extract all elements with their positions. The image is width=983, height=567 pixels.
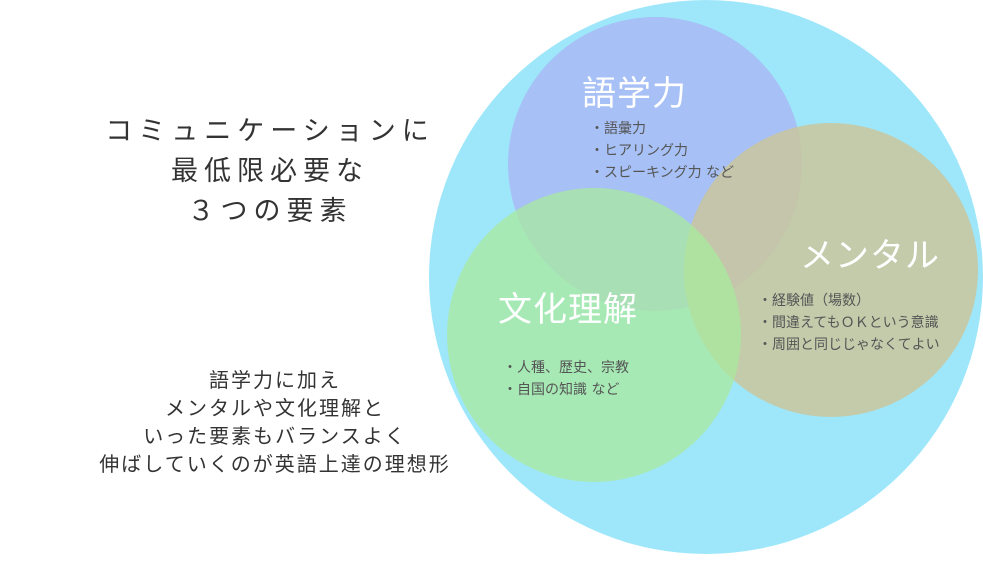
- summary-text: 語学力に加え メンタルや文化理解と いった要素もバランスよく 伸ばしていくのが英…: [40, 366, 510, 478]
- mental-label: メンタル: [800, 236, 940, 276]
- culture-items: 人種、歴史、宗教 自国の知識 など: [503, 357, 629, 401]
- culture-item: 自国の知識 など: [503, 379, 629, 401]
- mental-item: 周囲と同じじゃなくてよい: [758, 334, 940, 356]
- summary-line: いった要素もバランスよく: [143, 424, 407, 448]
- culture-item: 人種、歴史、宗教: [503, 357, 629, 379]
- language-items: 語彙力 ヒアリング力 スピーキング力 など: [590, 118, 734, 184]
- headline-line: 最低限必要な: [171, 156, 369, 187]
- summary-line: 語学力に加え: [209, 368, 341, 392]
- language-item: ヒアリング力: [590, 140, 734, 162]
- mental-items: 経験値（場数） 間違えてもＯＫという意識 周囲と同じじゃなくてよい: [758, 290, 940, 356]
- language-label: 語学力: [582, 74, 687, 114]
- culture-circle: [447, 188, 741, 482]
- culture-label: 文化理解: [498, 290, 638, 330]
- headline-line: コミュニケーションに: [105, 116, 435, 147]
- headline-line: ３つの要素: [187, 196, 353, 227]
- headline: コミュニケーションに 最低限必要な ３つの要素: [60, 112, 480, 232]
- language-item: 語彙力: [590, 118, 734, 140]
- summary-line: 伸ばしていくのが英語上達の理想形: [99, 452, 451, 476]
- mental-item: 経験値（場数）: [758, 290, 940, 312]
- language-item: スピーキング力 など: [590, 162, 734, 184]
- mental-item: 間違えてもＯＫという意識: [758, 312, 940, 334]
- summary-line: メンタルや文化理解と: [165, 396, 385, 420]
